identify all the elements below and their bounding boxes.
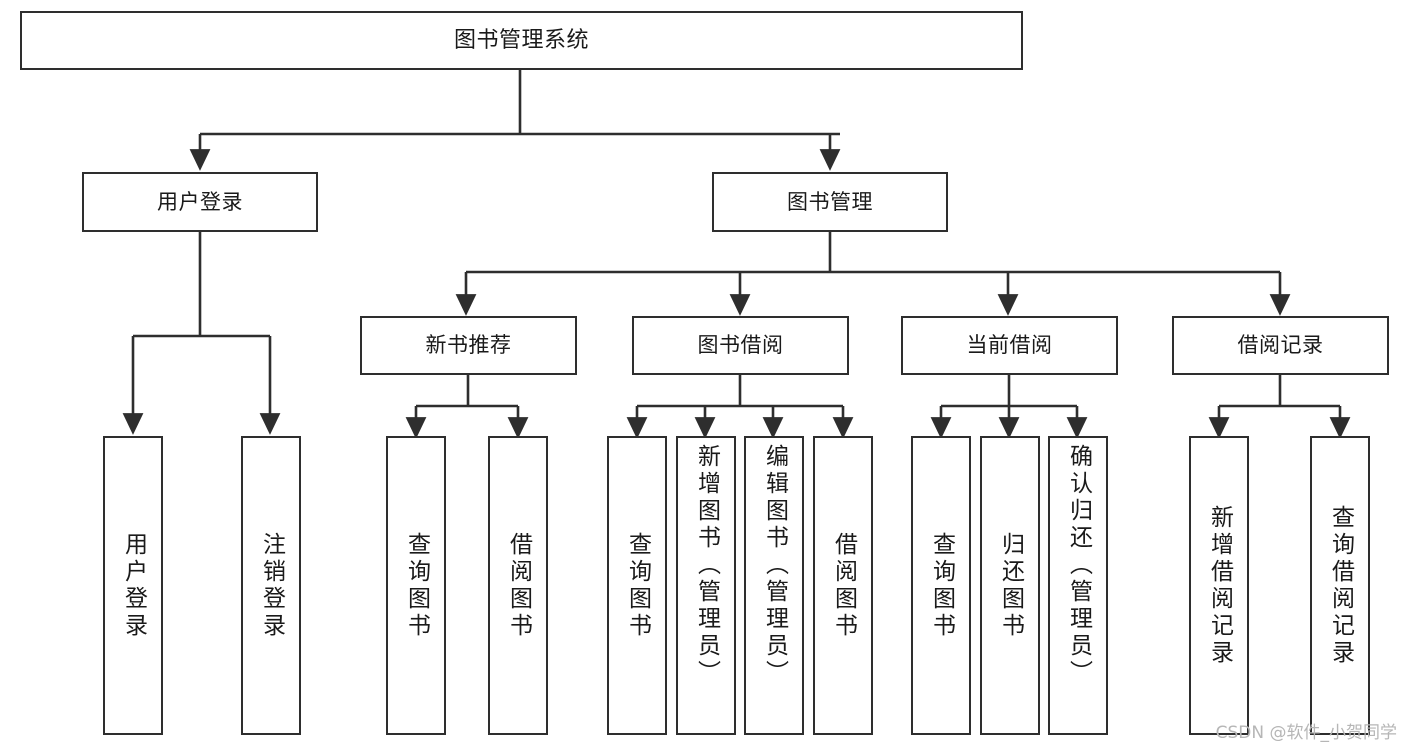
- leaf-borrow-book-2-label: 借阅图书: [830, 531, 857, 640]
- leaf-add-book-label: 新增图书（管理员）: [693, 444, 720, 687]
- node-borrow-record-label: 借阅记录: [1237, 333, 1324, 358]
- leaf-add-record-label: 新增借阅记录: [1206, 504, 1233, 667]
- leaf-borrow-book-2[interactable]: 借阅图书: [813, 436, 873, 735]
- node-current-borrow-label: 当前借阅: [966, 333, 1053, 358]
- leaf-confirm-return-label: 确认归还（管理员）: [1065, 444, 1092, 687]
- leaf-query-book-3[interactable]: 查询图书: [911, 436, 971, 735]
- leaf-add-book[interactable]: 新增图书（管理员）: [676, 436, 736, 735]
- watermark: CSDN @软件_小贺同学: [1215, 723, 1397, 743]
- leaf-return-book-label: 归还图书: [997, 531, 1024, 640]
- node-root-label: 图书管理系统: [453, 27, 589, 53]
- leaf-user-login-label: 用户登录: [120, 531, 147, 640]
- leaf-query-book-1[interactable]: 查询图书: [386, 436, 446, 735]
- node-borrow-record[interactable]: 借阅记录: [1172, 316, 1389, 375]
- leaf-query-book-2[interactable]: 查询图书: [607, 436, 667, 735]
- leaf-logout-login-label: 注销登录: [258, 531, 285, 640]
- node-book-management[interactable]: 图书管理: [712, 172, 948, 232]
- leaf-add-record[interactable]: 新增借阅记录: [1189, 436, 1249, 735]
- node-new-book-recommend[interactable]: 新书推荐: [360, 316, 577, 375]
- node-user-login[interactable]: 用户登录: [82, 172, 318, 232]
- leaf-query-record-label: 查询借阅记录: [1327, 504, 1354, 667]
- leaf-edit-book[interactable]: 编辑图书（管理员）: [744, 436, 804, 735]
- leaf-borrow-book-1[interactable]: 借阅图书: [488, 436, 548, 735]
- node-book-management-label: 图书管理: [787, 189, 873, 214]
- leaf-borrow-book-1-label: 借阅图书: [505, 531, 532, 640]
- node-book-borrow-label: 图书借阅: [697, 333, 784, 358]
- node-user-login-label: 用户登录: [157, 189, 243, 214]
- leaf-query-book-1-label: 查询图书: [403, 531, 430, 640]
- leaf-confirm-return[interactable]: 确认归还（管理员）: [1048, 436, 1108, 735]
- node-current-borrow[interactable]: 当前借阅: [901, 316, 1118, 375]
- leaf-query-book-3-label: 查询图书: [928, 531, 955, 640]
- leaf-edit-book-label: 编辑图书（管理员）: [761, 444, 788, 687]
- node-book-borrow[interactable]: 图书借阅: [632, 316, 849, 375]
- node-new-book-recommend-label: 新书推荐: [425, 333, 512, 358]
- leaf-query-record[interactable]: 查询借阅记录: [1310, 436, 1370, 735]
- leaf-return-book[interactable]: 归还图书: [980, 436, 1040, 735]
- node-root[interactable]: 图书管理系统: [20, 11, 1023, 70]
- leaf-query-book-2-label: 查询图书: [624, 531, 651, 640]
- leaf-user-login[interactable]: 用户登录: [103, 436, 163, 735]
- leaf-logout-login[interactable]: 注销登录: [241, 436, 301, 735]
